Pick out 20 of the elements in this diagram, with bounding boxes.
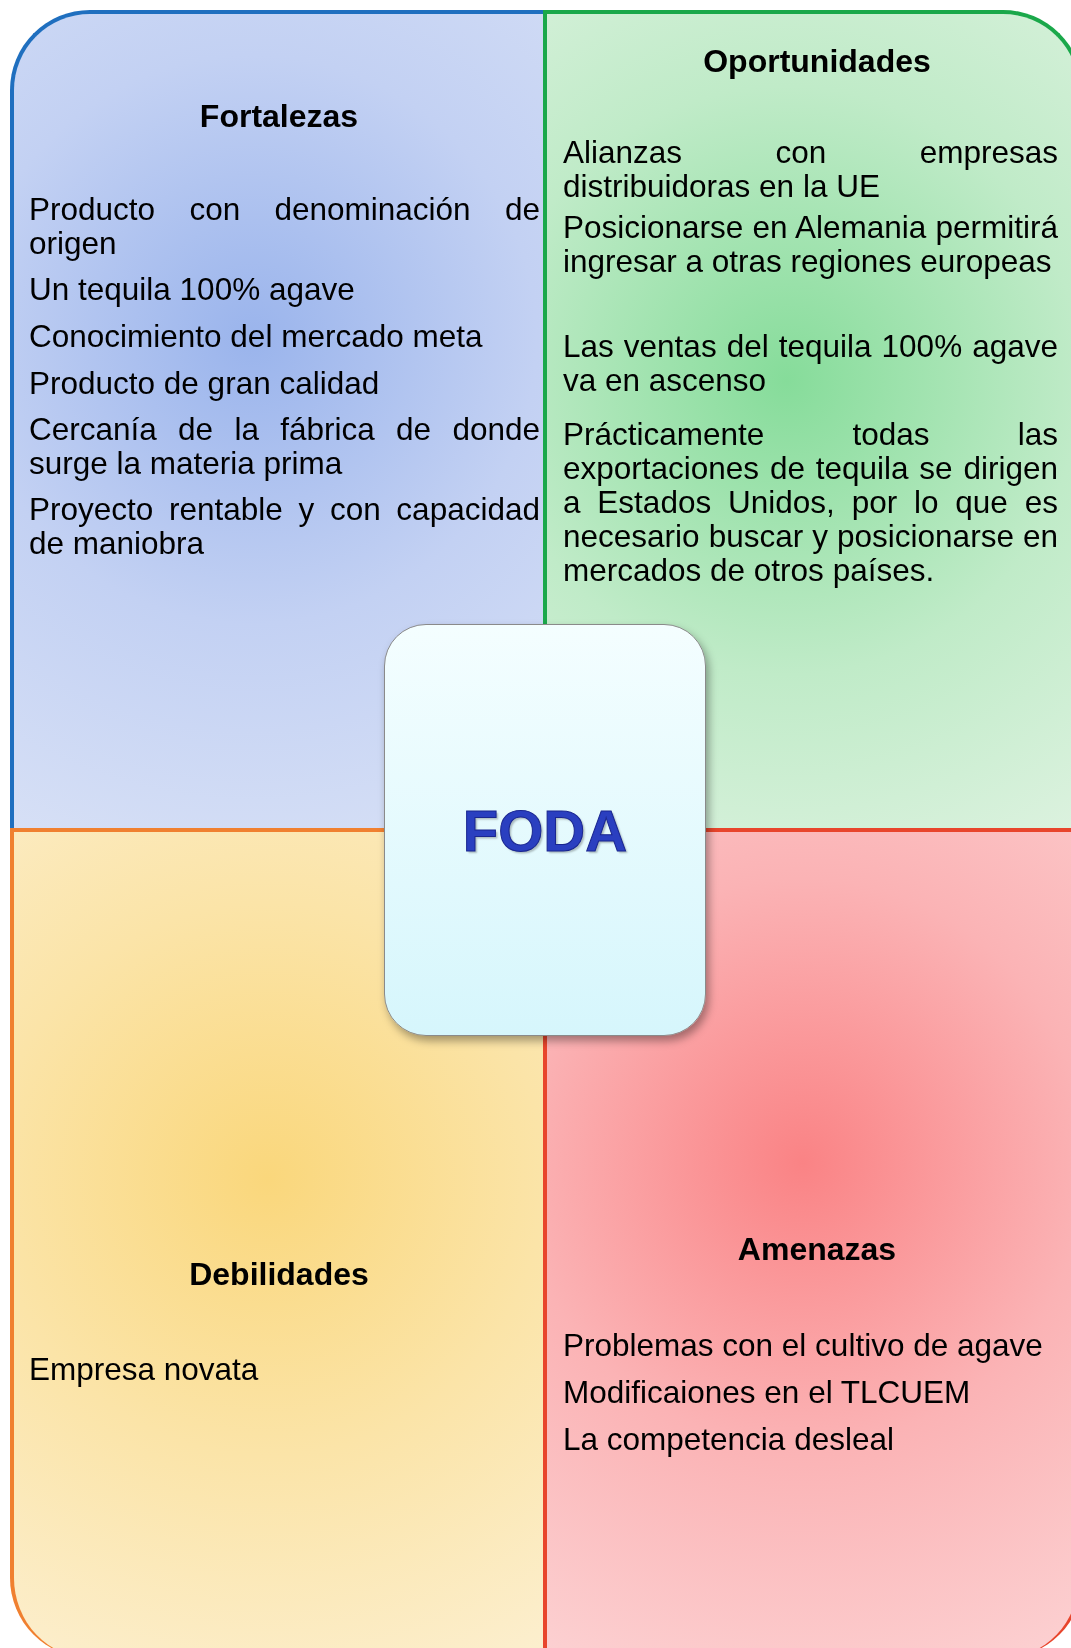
quadrant-heading: Fortalezas xyxy=(198,98,360,135)
quadrant-heading: Oportunidades xyxy=(702,43,932,80)
list-item: Un tequila 100% agave xyxy=(29,272,356,306)
list-item: Proyecto rentable y con capacidad de maniobra xyxy=(29,492,540,560)
list-item: Las ventas del tequila 100% agave va en ascenso xyxy=(563,329,1058,397)
list-item: Prácticamente todas las exportaciones de tequila se dirigen a Estados Unidos, por lo que es necesario buscar y posicionarse en mercados de otros países. xyxy=(563,417,1058,587)
list-item: Posicionarse en Alemania permitirá ingresar a otras regiones europeas xyxy=(563,210,1058,278)
list-item: Alianzas con empresas distribuidoras en la UE xyxy=(563,135,1058,203)
list-item: Cercanía de la fábrica de donde surge la materia prima xyxy=(29,412,540,480)
list-item: Empresa novata xyxy=(29,1352,260,1386)
quadrant-heading: Amenazas xyxy=(736,1231,898,1268)
list-item: Problemas con el cultivo de agave xyxy=(563,1328,1044,1362)
center-title: FODA xyxy=(462,796,628,864)
center-rounded-box xyxy=(384,624,706,1036)
list-item: Producto con denominación de origen xyxy=(29,192,540,260)
list-item: La competencia desleal xyxy=(563,1422,895,1456)
list-item: Modificaiones en el TLCUEM xyxy=(563,1375,972,1409)
quadrant-heading: Debilidades xyxy=(188,1256,370,1293)
list-item: Producto de gran calidad xyxy=(29,366,381,400)
list-item: Conocimiento del mercado meta xyxy=(29,319,484,353)
